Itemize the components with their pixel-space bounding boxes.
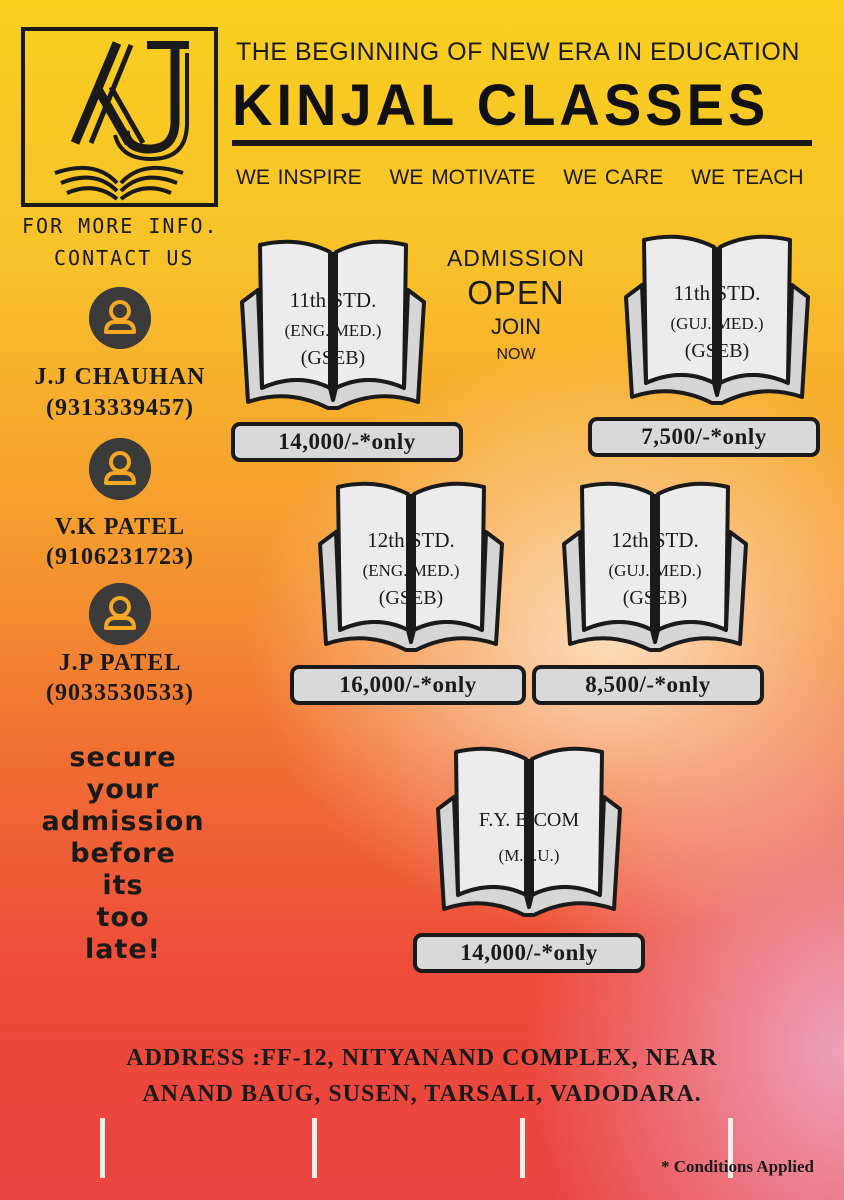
person-2-name: V.K PATEL bbox=[54, 514, 186, 540]
course-card-11-guj: 11th STD. (GUJ. MED.) (GSEB) bbox=[622, 225, 812, 415]
secure-line: admission bbox=[41, 806, 205, 837]
course-medium: (M.S.U.) bbox=[498, 846, 560, 865]
course-board: (GSEB) bbox=[300, 347, 366, 369]
course-card-12-eng: 12th STD. (ENG. MED.) (GSEB) bbox=[316, 472, 506, 662]
secure-line: before bbox=[70, 838, 176, 869]
course-std: F.Y. B.COM bbox=[478, 809, 580, 831]
course-price-12-eng: 16,000/-*only bbox=[290, 665, 526, 705]
value-teach: WE TEACH bbox=[691, 166, 804, 189]
address-line-1: ADDRESS :FF-12, NITYANAND COMPLEX, NEAR bbox=[126, 1045, 718, 1071]
person-3-phone[interactable]: (9033530533) bbox=[46, 680, 194, 706]
course-medium: (ENG. MED.) bbox=[362, 561, 460, 580]
course-info: 11th STD. (ENG. MED.) (GSEB) bbox=[238, 288, 428, 370]
person-1-avatar-icon bbox=[89, 287, 151, 349]
tagline: THE BEGINNING OF NEW ERA IN EDUCATION bbox=[236, 38, 800, 66]
course-medium: (ENG. MED.) bbox=[284, 321, 382, 340]
course-card-11-eng: 11th STD. (ENG. MED.) (GSEB) bbox=[238, 230, 428, 420]
contact-heading-1: FOR MORE INFO. bbox=[22, 214, 219, 238]
course-info: 12th STD. (ENG. MED.) (GSEB) bbox=[316, 528, 506, 610]
decorative-bar bbox=[520, 1118, 525, 1178]
person-2-phone[interactable]: (9106231723) bbox=[46, 544, 194, 570]
course-medium: (GUJ. MED.) bbox=[608, 561, 702, 580]
course-info: 12th STD. (GUJ. MED.) (GSEB) bbox=[560, 528, 750, 610]
person-3-avatar-icon bbox=[89, 583, 151, 645]
secure-admission-message: secure your admission before its too lat… bbox=[30, 742, 216, 966]
course-board: (GSEB) bbox=[622, 587, 688, 609]
course-board: (GSEB) bbox=[378, 587, 444, 609]
course-info: 11th STD. (GUJ. MED.) (GSEB) bbox=[622, 281, 812, 363]
admission-line-4: NOW bbox=[496, 346, 536, 363]
person-3-name: J.P PATEL bbox=[58, 650, 182, 676]
course-card-fy-bcom: F.Y. B.COM (M.S.U.) bbox=[434, 737, 624, 927]
logo bbox=[21, 27, 218, 207]
values-line: WE INSPIRE WE MOTIVATE WE CARE WE TEACH bbox=[236, 166, 804, 190]
brand-underline bbox=[232, 140, 812, 146]
course-card-12-guj: 12th STD. (GUJ. MED.) (GSEB) bbox=[560, 472, 750, 662]
address-line-2: ANAND BAUG, SUSEN, TARSALI, VADODARA. bbox=[142, 1081, 702, 1107]
secure-line: secure bbox=[69, 742, 177, 773]
person-1-name: J.J CHAUHAN bbox=[34, 364, 206, 390]
course-price-fy-bcom: 14,000/-*only bbox=[413, 933, 645, 973]
course-medium: (GUJ. MED.) bbox=[670, 314, 764, 333]
secure-line: late! bbox=[84, 934, 161, 965]
course-std: 12th STD. bbox=[611, 528, 699, 552]
course-price-11-eng: 14,000/-*only bbox=[231, 422, 463, 462]
admission-line-2: OPEN bbox=[467, 274, 565, 311]
decorative-bar bbox=[312, 1118, 317, 1178]
course-board: (GSEB) bbox=[684, 340, 750, 362]
conditions-note: * Conditions Applied bbox=[660, 1157, 814, 1176]
brand-title: KINJAL CLASSES bbox=[232, 71, 770, 138]
decorative-bar bbox=[100, 1118, 105, 1178]
secure-line: its bbox=[102, 870, 144, 901]
secure-line: too bbox=[96, 902, 150, 933]
course-info: F.Y. B.COM (M.S.U.) bbox=[434, 809, 624, 866]
course-std: 12th STD. bbox=[367, 528, 455, 552]
person-1-phone[interactable]: (9313339457) bbox=[46, 395, 194, 421]
value-care: WE CARE bbox=[563, 166, 664, 189]
person-2-avatar-icon bbox=[89, 438, 151, 500]
course-std: 11th STD. bbox=[289, 288, 377, 312]
secure-line: your bbox=[86, 774, 160, 805]
contact-heading-2: CONTACT US bbox=[54, 246, 195, 270]
course-price-12-guj: 8,500/-*only bbox=[532, 665, 764, 705]
admission-open-notice: ADMISSION OPEN JOIN NOW bbox=[430, 245, 602, 364]
course-std: 11th STD. bbox=[673, 281, 761, 305]
course-price-11-guj: 7,500/-*only bbox=[588, 417, 820, 457]
admission-line-3: JOIN bbox=[490, 314, 542, 339]
value-motivate: WE MOTIVATE bbox=[389, 166, 536, 189]
admission-line-1: ADMISSION bbox=[446, 245, 586, 271]
decorative-bar bbox=[728, 1118, 733, 1178]
value-inspire: WE INSPIRE bbox=[236, 166, 362, 189]
kj-book-logo-icon bbox=[54, 41, 189, 201]
